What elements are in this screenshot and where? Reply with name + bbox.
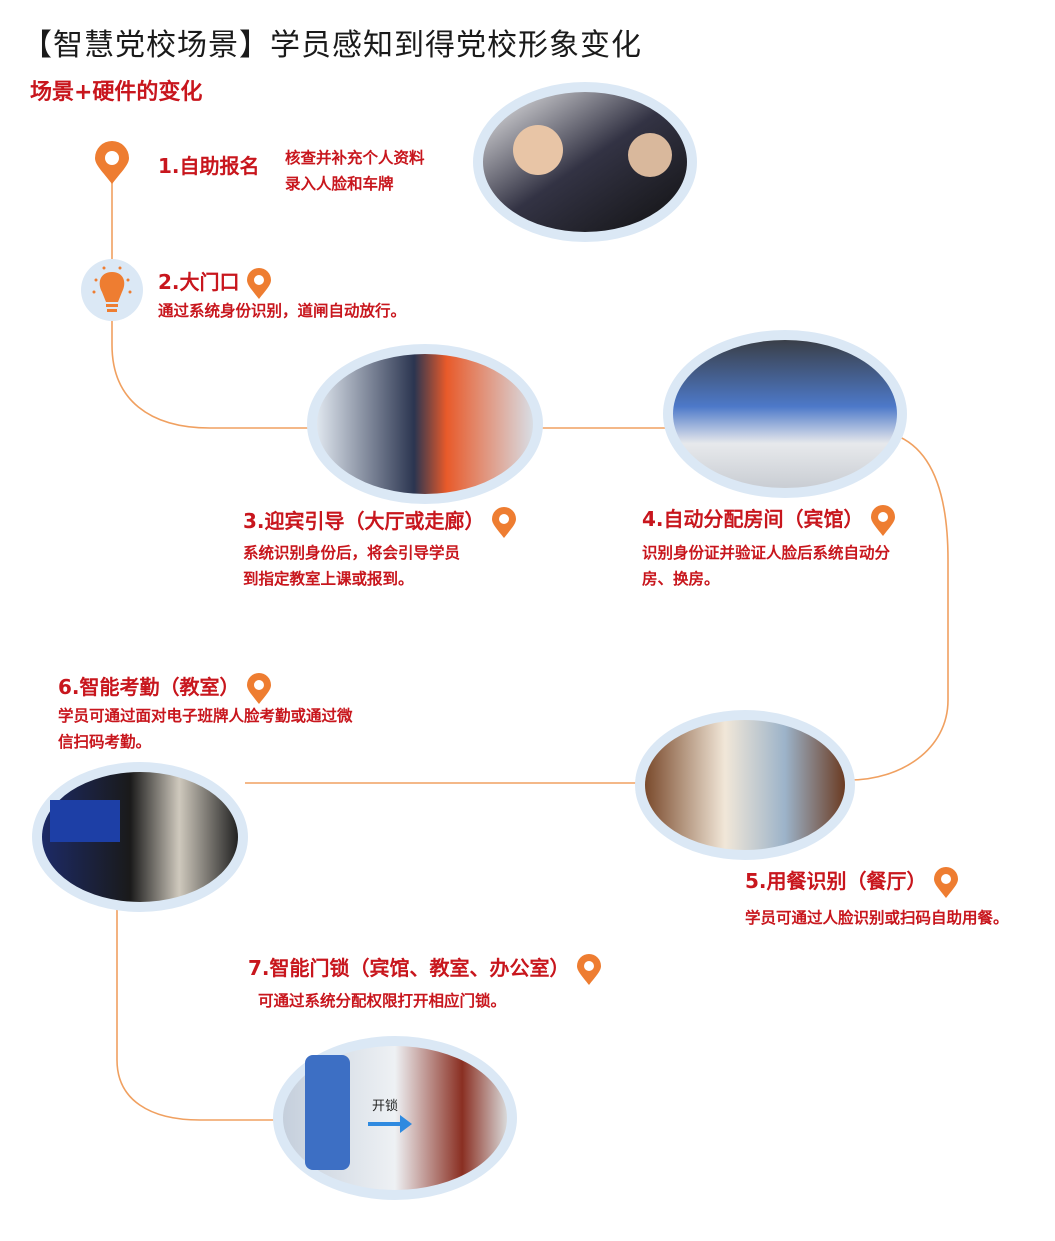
step-title-text: 7.智能门锁（宾馆、教室、办公室） [248,956,570,980]
desc-line: 学员可通过面对电子班牌人脸考勤或通过微 [58,707,353,725]
photo-room-assignment [663,330,907,498]
step-title-text: 3.迎宾引导（大厅或走廊） [243,509,485,533]
step-2-title: 2.大门口 [158,266,272,300]
step-1-desc: 核查并补充个人资料 录入人脸和车牌 [285,145,425,197]
desc-line: 录入人脸和车牌 [285,175,394,193]
step-title-text: 6.智能考勤（教室） [58,675,240,699]
photo-unlock-label: 开锁 [372,1098,398,1114]
step-1-title: 1.自助报名 [158,154,260,178]
map-pin-icon [95,141,129,184]
map-pin-icon [933,866,958,898]
desc-line: 到指定教室上课或报到。 [243,570,414,588]
step-6-desc: 学员可通过面对电子班牌人脸考勤或通过微 信扫码考勤。 [58,703,353,755]
section-subtitle: 场景+硬件的变化 [30,80,203,105]
map-pin-icon [246,267,271,299]
photo-attendance [32,762,248,912]
step-6-title: 6.智能考勤（教室） [58,671,272,705]
map-pin-icon [576,953,601,985]
desc-line: 识别身份证并验证人脸后系统自动分 [642,544,891,562]
photo-self-registration [473,82,697,242]
map-pin-icon [491,506,516,538]
desc-line: 房、换房。 [642,570,720,588]
desc-line: 信扫码考勤。 [58,733,152,751]
desc-line: 通过系统身份识别，道闸自动放行。 [158,302,407,320]
step-title-text: 4.自动分配房间（宾馆） [642,507,864,531]
photo-dining [635,710,855,860]
photo-smart-lock [273,1036,517,1200]
photo-welcome-guide [307,344,543,504]
flow-line [111,180,949,1121]
step-2-desc: 通过系统身份识别，道闸自动放行。 [158,298,406,324]
step-3-title: 3.迎宾引导（大厅或走廊） [243,505,517,539]
step-title-text: 5.用餐识别（餐厅） [745,869,927,893]
desc-line: 系统识别身份后，将会引导学员 [243,544,461,562]
map-pin-icon [246,672,271,704]
step-7-desc: 可通过系统分配权限打开相应门锁。 [258,988,506,1014]
bulb-icon [81,259,143,321]
desc-line: 核查并补充个人资料 [285,149,425,167]
step-title-text: 2.大门口 [158,270,240,294]
desc-line: 可通过系统分配权限打开相应门锁。 [258,992,507,1010]
page-title: 【智慧党校场景】学员感知到得党校形象变化 [22,28,642,63]
step-5-title: 5.用餐识别（餐厅） [745,865,959,899]
step-4-title: 4.自动分配房间（宾馆） [642,503,896,537]
desc-line: 学员可通过人脸识别或扫码自助用餐。 [745,909,1009,927]
step-4-desc: 识别身份证并验证人脸后系统自动分 房、换房。 [642,540,890,592]
map-pin-icon [870,504,895,536]
step-5-desc: 学员可通过人脸识别或扫码自助用餐。 [745,905,1009,931]
step-3-desc: 系统识别身份后，将会引导学员 到指定教室上课或报到。 [243,540,460,592]
step-7-title: 7.智能门锁（宾馆、教室、办公室） [248,952,602,986]
